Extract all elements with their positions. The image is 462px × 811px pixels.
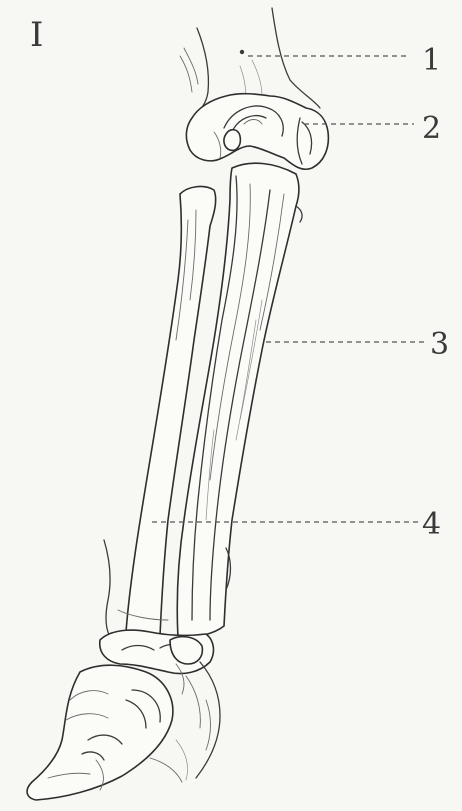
label-1: 1: [422, 43, 441, 78]
foot-bones: [27, 662, 220, 800]
label-3: 3: [430, 327, 449, 362]
label-2: 2: [422, 111, 441, 146]
label-3-group: 3: [266, 327, 449, 362]
label-4: 4: [422, 507, 441, 542]
figure-number: I: [30, 15, 43, 55]
label-1-group: 1: [248, 43, 441, 78]
forearm-bones: [104, 163, 302, 640]
elbow-joint: [186, 94, 328, 170]
